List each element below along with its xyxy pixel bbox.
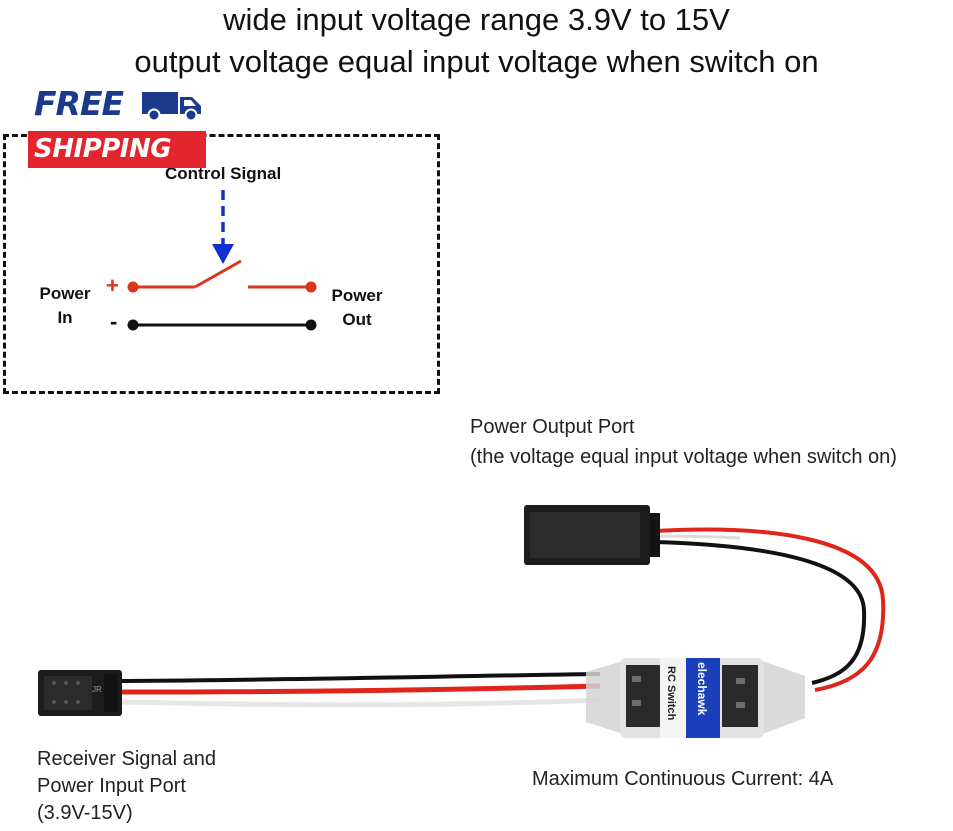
control-signal-label: Control Signal xyxy=(165,164,282,183)
input-port-line-1: Receiver Signal and xyxy=(37,748,216,770)
output-black-wire xyxy=(654,540,867,685)
module-heatshrink-right xyxy=(760,660,805,735)
output-red-wire xyxy=(654,527,886,692)
module-pcb-right xyxy=(722,665,758,727)
badge-shipping-banner: SHIPPING xyxy=(28,131,206,168)
positive-terminal-out xyxy=(305,281,317,293)
module-label-blue xyxy=(686,658,720,738)
minus-sign: - xyxy=(110,309,118,334)
output-port-title: Power Output Port xyxy=(470,416,635,438)
headline-line-2: output voltage equal input voltage when … xyxy=(134,44,819,79)
input-port-line-3: (3.9V-15V) xyxy=(37,802,133,824)
power-out-label: Power Out xyxy=(322,284,392,332)
plus-sign: + xyxy=(106,273,119,298)
output-white-wire xyxy=(654,534,741,540)
power-out-label-line-2: Out xyxy=(342,310,372,329)
power-in-label-line-2: In xyxy=(57,308,73,327)
free-shipping-badge: FREE SHIPPING xyxy=(28,84,210,174)
module-label-text: RC Switch xyxy=(665,666,677,721)
switch-lever xyxy=(194,259,242,289)
badge-free-text: FREE xyxy=(34,84,124,123)
power-out-label-line-1: Power xyxy=(331,286,383,305)
input-port-line-2: Power Input Port xyxy=(37,775,186,797)
power-in-label-line-1: Power xyxy=(39,284,91,303)
input-connector-mark: JR xyxy=(92,685,102,694)
power-in-label: Power In xyxy=(30,282,100,330)
badge-shipping-text: SHIPPING xyxy=(34,134,172,164)
truck-icon xyxy=(142,92,201,122)
negative-terminal-out xyxy=(305,319,317,331)
input-black-wire xyxy=(119,672,601,683)
module-pcb-left xyxy=(626,665,660,727)
module-heatshrink-left xyxy=(586,660,626,735)
input-white-wire xyxy=(119,697,601,708)
max-current-annotation: Maximum Continuous Current: 4A xyxy=(532,768,834,790)
input-port-annotation: Receiver Signal and Power Input Port (3.… xyxy=(37,746,216,827)
module-brand-text: elechawk xyxy=(695,662,709,716)
output-port-note: (the voltage equal input voltage when sw… xyxy=(470,446,897,468)
output-port-annotation: Power Output Port (the voltage equal inp… xyxy=(470,412,897,472)
module-label-white xyxy=(660,658,686,738)
input-red-wire xyxy=(119,683,601,695)
headline-line-1: wide input voltage range 3.9V to 15V xyxy=(223,2,730,37)
diagram-dashed-frame xyxy=(3,134,440,394)
control-signal-arrow-head xyxy=(212,244,234,264)
